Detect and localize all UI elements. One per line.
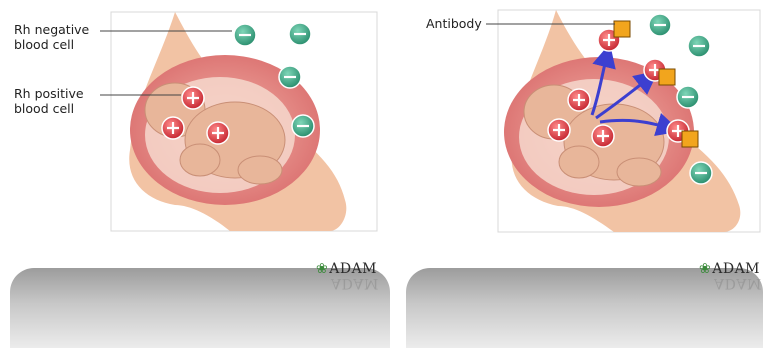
- negative-cell: [649, 14, 671, 36]
- label-rh-negative: Rh negative blood cell: [14, 22, 89, 52]
- positive-cell: [568, 89, 590, 111]
- leaf-icon: ❀: [699, 261, 711, 277]
- reflection-box: [406, 268, 763, 348]
- positive-cell: [548, 119, 570, 141]
- antibody-square-icon: [614, 21, 630, 37]
- negative-cell: [677, 86, 699, 108]
- negative-cell: [279, 66, 301, 88]
- right-panel: Antibody ❀ADAM ADAM: [404, 0, 763, 348]
- negative-cell: [690, 162, 712, 184]
- label-antibody: Antibody: [426, 16, 482, 31]
- antibody-square-icon: [659, 69, 675, 85]
- negative-cell: [292, 115, 314, 137]
- brand-reflection: ADAM: [331, 275, 379, 291]
- label-rh-positive: Rh positive blood cell: [14, 86, 84, 116]
- negative-cell: [234, 24, 256, 46]
- positive-cell: [182, 87, 204, 109]
- negative-cell: [289, 23, 311, 45]
- brand-reflection: ADAM: [714, 275, 762, 291]
- positive-cell: [592, 125, 614, 147]
- positive-cell: [162, 117, 184, 139]
- negative-cell: [688, 35, 710, 57]
- left-panel: Rh negative blood cell Rh positive blood…: [0, 0, 392, 348]
- positive-cell: [207, 122, 229, 144]
- leaf-icon: ❀: [316, 261, 328, 277]
- antibody-square-icon: [682, 131, 698, 147]
